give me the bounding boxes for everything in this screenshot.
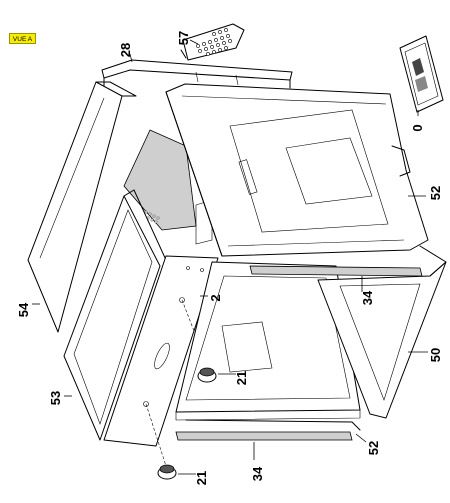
part-34-strip-lower: [175, 431, 353, 441]
callout-0: 0: [410, 124, 425, 131]
callout-21-lower: 21: [194, 471, 209, 485]
part-57-perforated-plate: [180, 23, 245, 61]
part-21-foot-upper: [197, 367, 217, 383]
leader-lines: [32, 39, 428, 475]
part-34-strip-upper: [249, 265, 423, 277]
part-21-foot-lower: [157, 464, 177, 480]
inner-frame: [175, 261, 361, 421]
callout-52-bottom: 52: [366, 441, 381, 455]
callout-34-lower: 34: [250, 466, 265, 481]
callout-50: 50: [428, 348, 443, 362]
part-28-top-rail: [101, 59, 293, 89]
callout-53: 53: [48, 391, 63, 405]
part-2-front-frame: [103, 255, 219, 467]
callout-28: 28: [118, 43, 133, 57]
part-50-base-panel: [317, 245, 447, 419]
part-53-door-panel: [63, 189, 167, 441]
part-52-cabinet-panel: [165, 83, 429, 257]
part-52-bottom-rail: [185, 419, 361, 431]
callout-21-upper: 21: [234, 371, 249, 385]
view-label-badge: VUE A: [9, 33, 36, 44]
callout-54: 54: [16, 302, 31, 317]
part-54-side-panel: [27, 81, 137, 333]
callout-34-upper: 34: [360, 290, 375, 305]
callout-57: 57: [176, 31, 191, 45]
part-0-booklet: [399, 35, 444, 113]
callout-52-top: 52: [428, 186, 443, 200]
callout-2: 2: [208, 294, 223, 301]
